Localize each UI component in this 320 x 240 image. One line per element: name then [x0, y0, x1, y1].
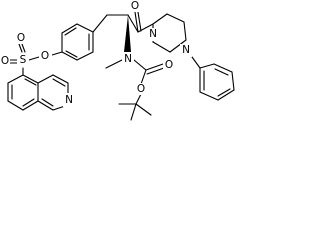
backbone-bonds [92, 11, 154, 33]
piperazine-n-phenyl-label: N [182, 44, 190, 56]
carbamate-ester-o-label: O [137, 83, 145, 95]
carbamate-n-label: N [124, 53, 132, 65]
isoquinoline-n-label: N [65, 94, 73, 106]
phenylene-ring [51, 23, 94, 61]
isoquinoline-ring [7, 74, 69, 111]
sulfur-label: S [20, 54, 27, 66]
atom-labels: O N N N O O O S O O N [0, 0, 192, 107]
carbamate-carbonyl-o-label: O [165, 59, 173, 71]
piperazine-n-amide-label: N [149, 28, 157, 40]
phenyl-ring [191, 56, 235, 101]
sulfonyl-o-right-label: O [17, 32, 25, 44]
sulfonyl-o-left-label: O [1, 55, 9, 67]
aryl-ether-o-label: O [41, 50, 49, 62]
piperazine-ring [152, 13, 187, 53]
sulfonyl-group [9, 43, 40, 76]
stereo-wedge-bond [124, 15, 131, 52]
carbonyl-oxygen-label: O [131, 0, 139, 12]
chemical-structure: O N N N O O O S O O N [0, 0, 235, 121]
carbamate-group [105, 59, 165, 121]
